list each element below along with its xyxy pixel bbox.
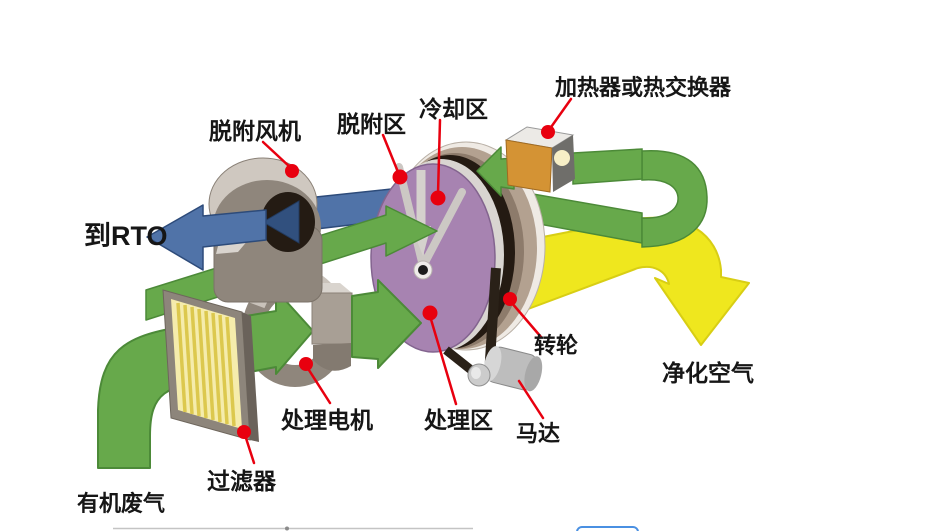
rotor-drive-assembly [443,267,543,392]
dot-desorption-zone [392,169,408,185]
label-purified-air: 净化空气 [662,360,754,386]
filter-frame-depth [242,312,259,442]
rotor-hub [418,265,428,275]
leader-filter [243,433,256,465]
label-organic-waste-gas: 有机废气 [77,491,165,516]
fan-inlet-arrow [262,200,300,244]
leader-desorption-zone [381,133,400,174]
dot-filter [237,425,251,439]
partial-button[interactable] [576,526,639,531]
heater-port [554,150,570,166]
to-rto-arrow [146,204,267,271]
pulley-highlight [471,367,481,379]
leader-desorption-fan [261,140,293,170]
label-process-motor: 处理电机 [280,407,373,433]
process-motor-bottom [313,343,351,371]
label-process-zone: 处理区 [423,407,493,433]
leader-lines [243,97,573,465]
dot-process-motor [299,357,313,371]
label-heater: 加热器或热交换器 [554,75,732,100]
leader-process-zone [428,314,458,406]
label-desorption-zone: 脱附区 [337,111,406,137]
process-motor-front [300,283,353,371]
label-desorption-fan: 脱附风机 [209,118,301,144]
label-filter: 过滤器 [207,468,277,494]
cooling-loop-uturn [641,149,708,248]
rotor-sector-divider [395,163,466,280]
dot-process-zone [422,305,438,321]
label-to-rto: 到RTO [84,221,168,251]
dot-rotor-wheel [503,292,517,306]
motor-end-cap [524,356,543,392]
label-motor: 马达 [516,421,560,446]
filter-pleats [176,302,236,427]
filter-panel [162,289,259,442]
dot-cooling-zone [430,190,446,206]
bottom-divider-dot [285,526,289,531]
heater-box [504,126,575,193]
leader-heater [547,97,573,132]
desorption-fan-shape [208,157,323,303]
dot-desorption-fan [285,164,299,178]
leader-rotor-wheel [509,300,543,339]
label-cooling-zone: 冷却区 [419,96,488,122]
dot-heater [541,125,555,139]
leader-dots [237,125,555,439]
leader-motor [517,379,545,420]
process-motor-box-front [311,292,353,345]
leader-cooling-zone [436,118,442,196]
label-rotor-wheel: 转轮 [534,333,578,358]
divider-right-arm [419,188,466,270]
process-air-rotor-arrow [351,279,422,369]
heater-front-face [505,139,553,193]
heated-air-band [572,148,643,185]
leader-process-motor [305,365,332,405]
